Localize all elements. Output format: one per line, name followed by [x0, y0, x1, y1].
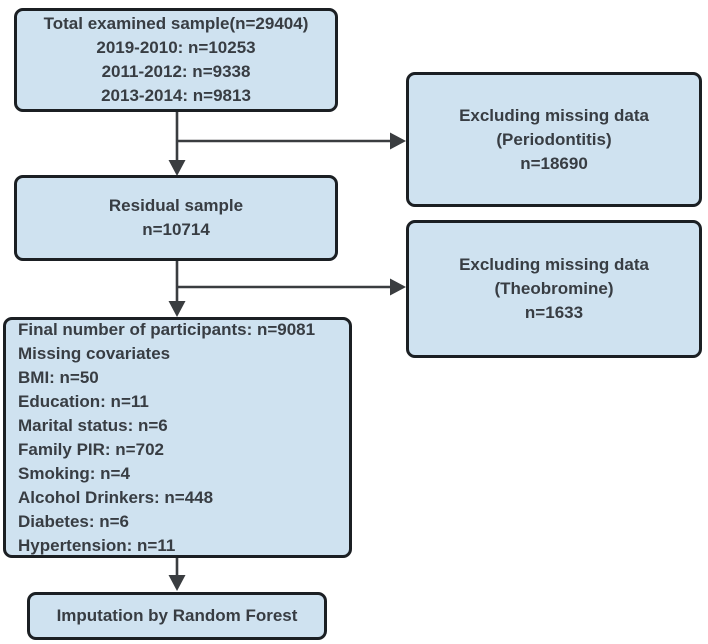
text-line: Hypertension: n=11	[18, 535, 176, 555]
excluding-missing-theobromine-box: Excluding missing data (Theobromine) n=1…	[406, 220, 702, 358]
text-line: Imputation by Random Forest	[56, 606, 298, 625]
text-line: n=10714	[142, 220, 210, 239]
text-line: Excluding missing data	[459, 255, 649, 274]
text-line: Alcohol Drinkers: n=448	[18, 487, 214, 507]
text-line: (Theobromine)	[494, 279, 614, 298]
text-line: Marital status: n=6	[18, 415, 168, 435]
arrow-residual-to-final	[168, 261, 186, 317]
excluding-missing-periodontitis-box: Excluding missing data (Periodontitis) n…	[406, 72, 702, 207]
text-line: 2019-2010: n=10253	[96, 38, 256, 57]
text-line: BMI: n=50	[18, 367, 99, 387]
text-line: Excluding missing data	[459, 105, 649, 125]
text-line: n=18690	[520, 153, 588, 173]
final-participants-box: Final number of participants: n=9081 Mis…	[3, 317, 352, 558]
text-line: 2013-2014: n=9813	[101, 86, 251, 105]
imputation-box: Imputation by Random Forest	[27, 592, 327, 640]
text-line: Education: n=11	[18, 391, 149, 411]
arrow-branch-to-periodontitis	[177, 132, 406, 150]
residual-sample-box: Residual sample n=10714	[14, 175, 338, 261]
arrow-total-to-residual	[168, 112, 186, 176]
total-sample-box: Total examined sample(n=29404) 2019-2010…	[14, 8, 338, 112]
text-line: 2011-2012: n=9338	[101, 62, 251, 81]
text-line: Family PIR: n=702	[18, 439, 164, 459]
text-line: n=1633	[524, 303, 584, 322]
arrow-branch-to-theobromine	[177, 278, 406, 296]
text-line: Smoking: n=4	[18, 463, 130, 483]
arrow-final-to-imputation	[168, 558, 186, 591]
text-line: Final number of participants: n=9081	[18, 319, 316, 339]
text-line: Missing covariates	[18, 343, 171, 363]
text-line: (Periodontitis)	[496, 129, 612, 149]
text-line: Residual sample	[108, 196, 244, 215]
text-line: Diabetes: n=6	[18, 511, 130, 531]
text-line: Total examined sample(n=29404)	[43, 14, 309, 33]
